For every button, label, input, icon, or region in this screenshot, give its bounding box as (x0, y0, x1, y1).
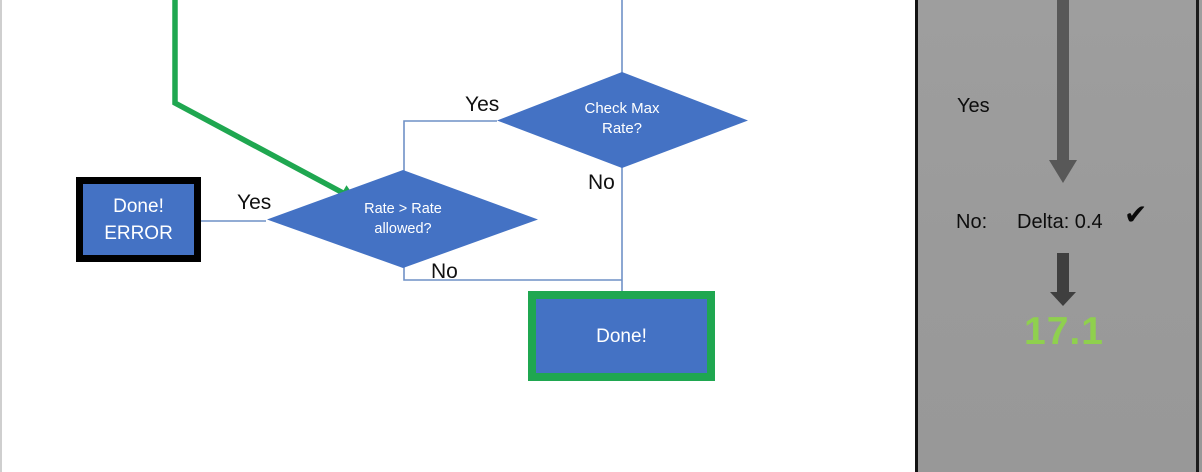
done-error-line2: ERROR (104, 222, 173, 244)
down-arrow-short-icon (1050, 292, 1076, 306)
flowchart-layer (172, 0, 748, 291)
edge-label-yes-check: Yes (465, 93, 500, 116)
slide-edge-line (0, 0, 2, 472)
done-label: Done! (596, 325, 647, 347)
edge-label-no-check: No (588, 171, 615, 194)
panel-yes-label: Yes (957, 95, 990, 117)
panel-delta-value: Delta: 0.4 (1017, 211, 1103, 233)
edge-label-yes-rate: Yes (237, 191, 272, 214)
done-box: Done! (528, 291, 715, 381)
done-error-line1: Done! (113, 195, 164, 217)
edge-label-no-rate: No (431, 260, 458, 283)
decision-diamond-check-max-rate (497, 72, 748, 168)
down-arrow-short-shaft (1057, 253, 1069, 292)
check-mark-icon: ✔ (1124, 199, 1148, 230)
down-arrow-long-icon (1049, 160, 1077, 183)
done-error-box: Done! ERROR (76, 177, 201, 262)
panel-no-label: No: (956, 211, 988, 233)
panel-right-border-line (1196, 0, 1199, 472)
down-arrow-long-shaft (1057, 0, 1069, 160)
decision-diamond-rate-allowed (267, 170, 538, 268)
result-value: 17.1 (1024, 310, 1104, 353)
green-highlight-connector (172, 0, 347, 197)
